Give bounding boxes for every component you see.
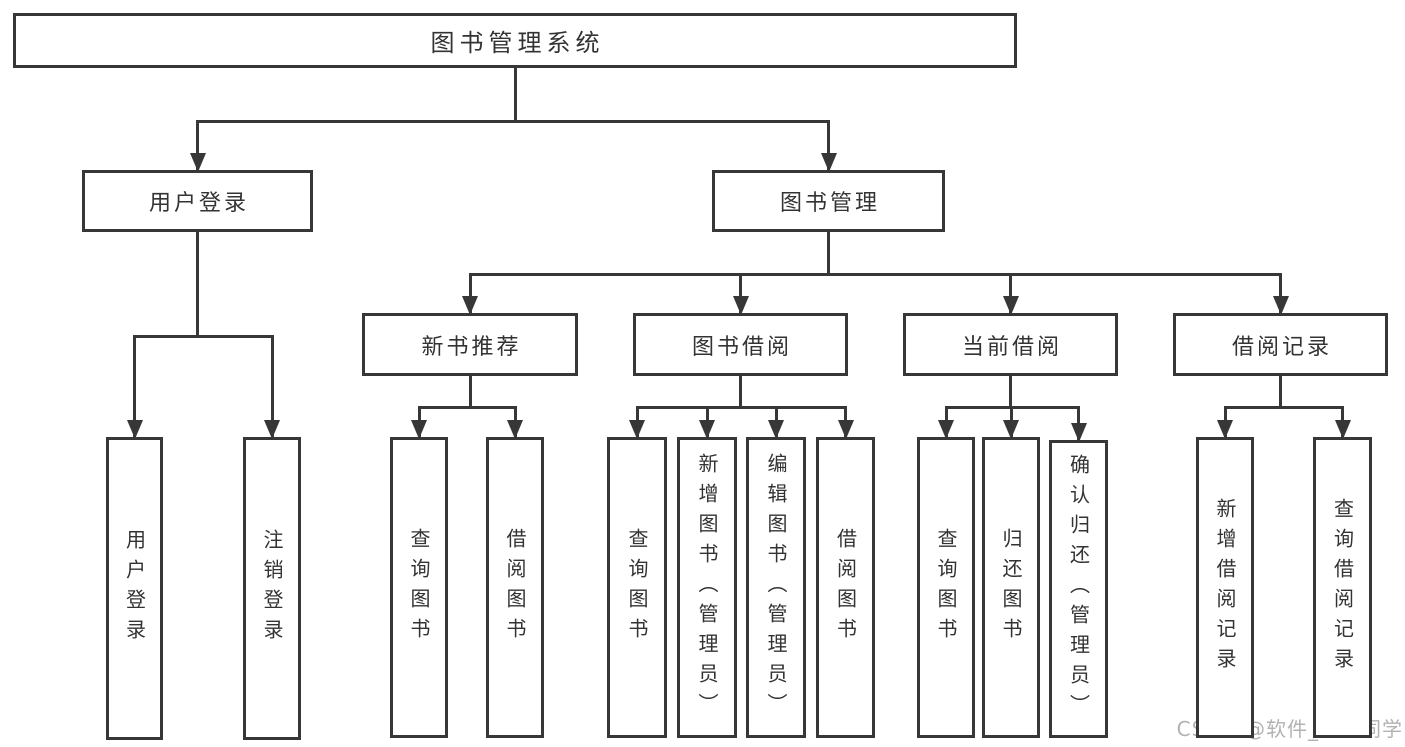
arrowhead-icon: [189, 153, 206, 172]
arrowhead-icon: [1272, 296, 1289, 315]
node-label: 借阅图书: [503, 527, 527, 648]
node-nbr-borrow: 借阅图书: [486, 437, 544, 738]
connector-bus: [133, 335, 274, 338]
arrowhead-icon: [507, 420, 523, 439]
node-borrow-record: 借阅记录: [1173, 313, 1388, 376]
node-label: 借阅图书: [833, 527, 858, 648]
node-leaf-login: 用户登录: [106, 437, 163, 740]
connector-bus: [468, 273, 1282, 276]
node-label: 注销登录: [260, 528, 284, 649]
node-nbr-query: 查询图书: [390, 437, 448, 738]
arrowhead-icon: [837, 420, 854, 439]
connector-bus: [417, 406, 517, 409]
connector-drop: [1009, 273, 1012, 313]
node-label: 查询图书: [934, 527, 958, 648]
connector-drop: [739, 273, 742, 313]
node-bb-borrow: 借阅图书: [816, 437, 875, 738]
node-label: 新增图书（管理员）: [695, 452, 719, 723]
node-label: 图书管理: [779, 191, 880, 216]
connector-drop: [133, 335, 136, 437]
connector-stem: [468, 376, 472, 409]
node-cb-query: 查询图书: [917, 437, 975, 738]
node-bb-edit: 编辑图书（管理员）: [746, 437, 806, 738]
node-book-borrow: 图书借阅: [633, 313, 848, 376]
connector-drop: [827, 120, 830, 170]
connector-drop: [468, 273, 472, 313]
node-label: 编辑图书（管理员）: [764, 452, 788, 723]
connector-drop: [270, 335, 274, 437]
arrowhead-icon: [1003, 420, 1019, 439]
arrowhead-icon: [699, 420, 715, 439]
connector-stem: [513, 68, 517, 123]
connector-stem: [827, 232, 830, 276]
arrowhead-icon: [629, 420, 645, 439]
node-label: 图书管理系统: [430, 29, 605, 57]
connector-bus: [1223, 406, 1344, 409]
node-label: 新增借阅记录: [1213, 497, 1237, 678]
node-label: 查询图书: [407, 527, 431, 648]
node-label: 图书借阅: [691, 334, 792, 360]
connector-stem: [1009, 376, 1012, 409]
connector-stem: [739, 376, 742, 409]
connector-bus: [635, 406, 847, 409]
arrowhead-icon: [411, 420, 427, 439]
arrowhead-icon: [1070, 423, 1087, 442]
arrowhead-icon: [1002, 296, 1019, 315]
arrowhead-icon: [732, 296, 749, 315]
node-cb-return: 归还图书: [982, 437, 1040, 738]
connector-stem: [1279, 376, 1282, 409]
node-label: 查询借阅记录: [1330, 497, 1355, 678]
node-book-mgmt: 图书管理: [712, 170, 945, 232]
node-label: 用户登录: [148, 191, 249, 216]
arrowhead-icon: [820, 153, 837, 172]
connector-bus: [196, 120, 830, 123]
node-br-add: 新增借阅记录: [1196, 437, 1254, 738]
node-user-login: 用户登录: [82, 170, 313, 232]
node-label: 新书推荐: [421, 334, 522, 360]
arrowhead-icon: [462, 296, 478, 315]
arrowhead-icon: [768, 420, 784, 439]
node-label: 确认归还（管理员）: [1066, 454, 1091, 724]
arrowhead-icon: [126, 420, 143, 439]
arrowhead-icon: [1334, 420, 1351, 439]
node-leaf-logout: 注销登录: [243, 437, 301, 740]
node-label: 借阅记录: [1231, 334, 1332, 360]
node-cb-confirm: 确认归还（管理员）: [1049, 440, 1108, 738]
node-bb-add: 新增图书（管理员）: [677, 437, 737, 738]
arrowhead-icon: [938, 420, 954, 439]
node-br-query: 查询借阅记录: [1313, 437, 1372, 738]
arrowhead-icon: [264, 420, 280, 439]
connector-drop: [196, 120, 199, 170]
node-root: 图书管理系统: [13, 13, 1017, 68]
node-new-book-rec: 新书推荐: [362, 313, 578, 376]
node-bb-query: 查询图书: [607, 437, 667, 738]
node-label: 当前借阅: [961, 334, 1062, 360]
node-label: 查询图书: [625, 527, 649, 648]
connector-stem: [196, 232, 199, 338]
node-current-borrow: 当前借阅: [903, 313, 1118, 376]
arrowhead-icon: [1217, 420, 1233, 439]
node-label: 归还图书: [999, 527, 1023, 648]
node-label: 用户登录: [122, 528, 147, 649]
connector-drop: [1279, 273, 1282, 313]
